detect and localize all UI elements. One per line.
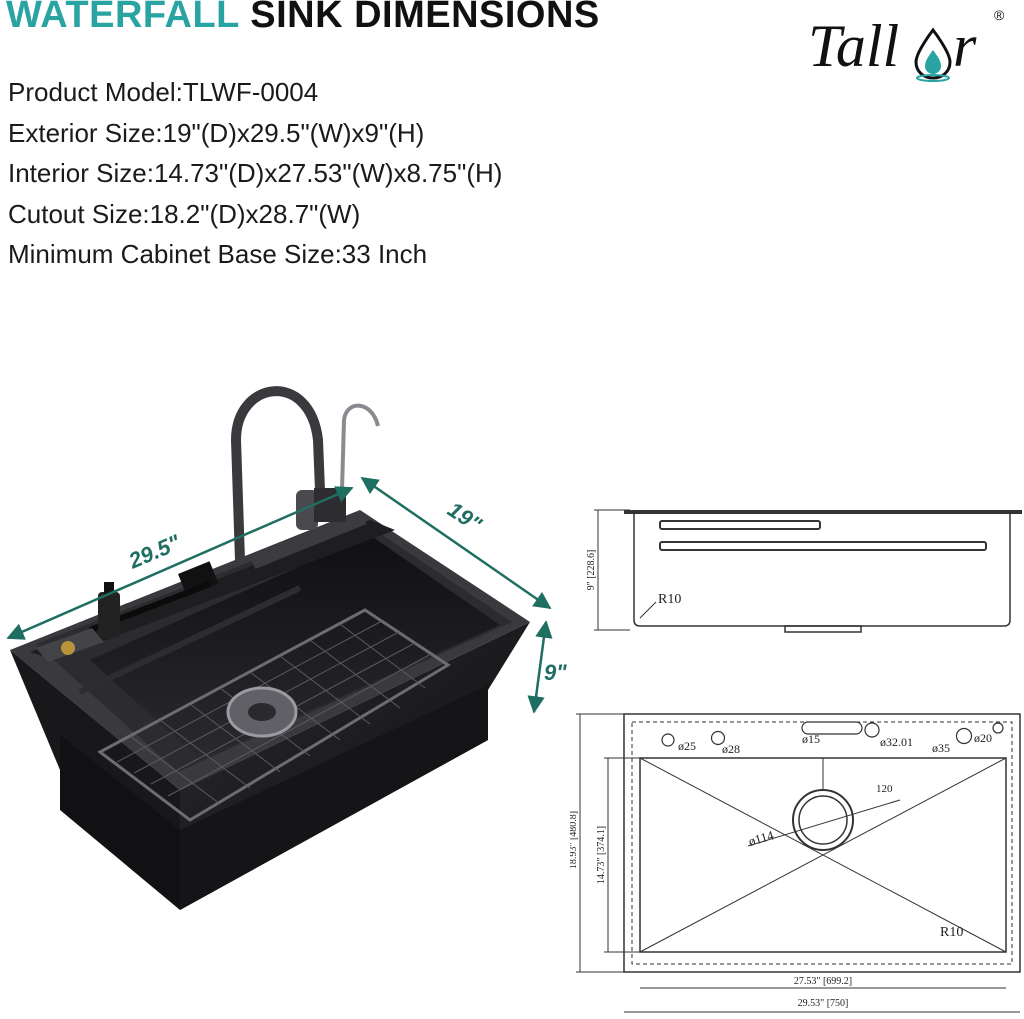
drain-label: ø114 <box>747 827 776 849</box>
hole-25 <box>661 733 675 747</box>
spec-cutout: Cutout Size:18.2"(D)x28.7"(W) <box>8 198 361 229</box>
width-label: 29.5" <box>124 529 184 573</box>
sink-illustration: 29.5" 19" 9" <box>6 386 567 910</box>
corner-radius-label: R10 <box>940 925 963 940</box>
spec-cabinet: Minimum Cabinet Base Size:33 Inch <box>8 239 428 269</box>
hole-32 <box>864 722 880 738</box>
outer-flange <box>623 713 1021 973</box>
height-arrow <box>527 620 553 714</box>
hole-32-label: ø32.01 <box>880 735 913 749</box>
hole-35 <box>955 727 973 745</box>
side-slot-lower <box>659 541 987 551</box>
depth-label: 19" <box>443 497 486 538</box>
basin-slope-diag-2 <box>639 757 1007 953</box>
side-drain-outlet <box>784 625 862 633</box>
inner-width-label: 27.53" [699.2] <box>794 976 852 987</box>
width-arrow <box>6 486 354 640</box>
hole-28 <box>710 730 726 746</box>
brand-logo: Tall r ® <box>808 7 1005 82</box>
top-view-drawing: 18.93" [480.8] 14.73" [374.1] ø25 ø28 ø1… <box>570 713 1021 1013</box>
title-rest: SINK DIMENSIONS <box>239 0 600 36</box>
side-radius-label: R10 <box>658 592 681 607</box>
side-basin-outline <box>633 514 1011 627</box>
water-drop-icon <box>914 27 952 82</box>
registered-mark: ® <box>994 7 1005 23</box>
hole-25-label: ø25 <box>678 739 696 753</box>
spec-list: Product Model:TLWF-0004 Exterior Size:19… <box>8 72 502 275</box>
hole-20-label: ø20 <box>974 731 992 745</box>
hole-28-label: ø28 <box>722 742 740 756</box>
hole-20 <box>992 722 1004 734</box>
spec-interior: Interior Size:14.73"(D)x27.53"(W)x8.75"(… <box>8 158 503 188</box>
spec-model: Product Model:TLWF-0004 <box>8 77 319 107</box>
height-label: 9" <box>544 660 567 685</box>
depth-arrow <box>360 476 552 610</box>
spec-exterior: Exterior Size:19"(D)x29.5"(W)x9"(H) <box>8 117 425 148</box>
logo-text-left: Tall <box>808 13 899 79</box>
side-flange <box>624 510 1022 514</box>
offset-label: 120 <box>876 783 893 795</box>
rinser-nozzle <box>61 641 75 655</box>
side-view-drawing: 9" [228.6] R10 <box>586 509 1022 633</box>
filter-faucet <box>340 403 380 491</box>
drain-leader <box>747 799 901 847</box>
outer-width-label: 29.53" [750] <box>798 998 849 1009</box>
hole-15-label: ø15 <box>802 732 820 746</box>
page-title: WATERFALL SINK DIMENSIONS <box>6 0 600 37</box>
side-height-label: 9" [228.6] <box>586 550 597 591</box>
side-slot-upper <box>659 520 821 530</box>
outer-depth-label: 18.93" [480.8] <box>570 811 579 869</box>
logo-text-right: r <box>953 13 977 79</box>
drain-center <box>248 703 276 721</box>
drain-inner <box>798 795 848 845</box>
inner-depth-label: 14.73" [374.1] <box>596 826 607 884</box>
hole-35-label: ø35 <box>932 741 950 755</box>
title-highlight: WATERFALL <box>6 0 240 36</box>
side-radius-leader <box>639 601 657 619</box>
waterfall-slot <box>801 721 863 735</box>
